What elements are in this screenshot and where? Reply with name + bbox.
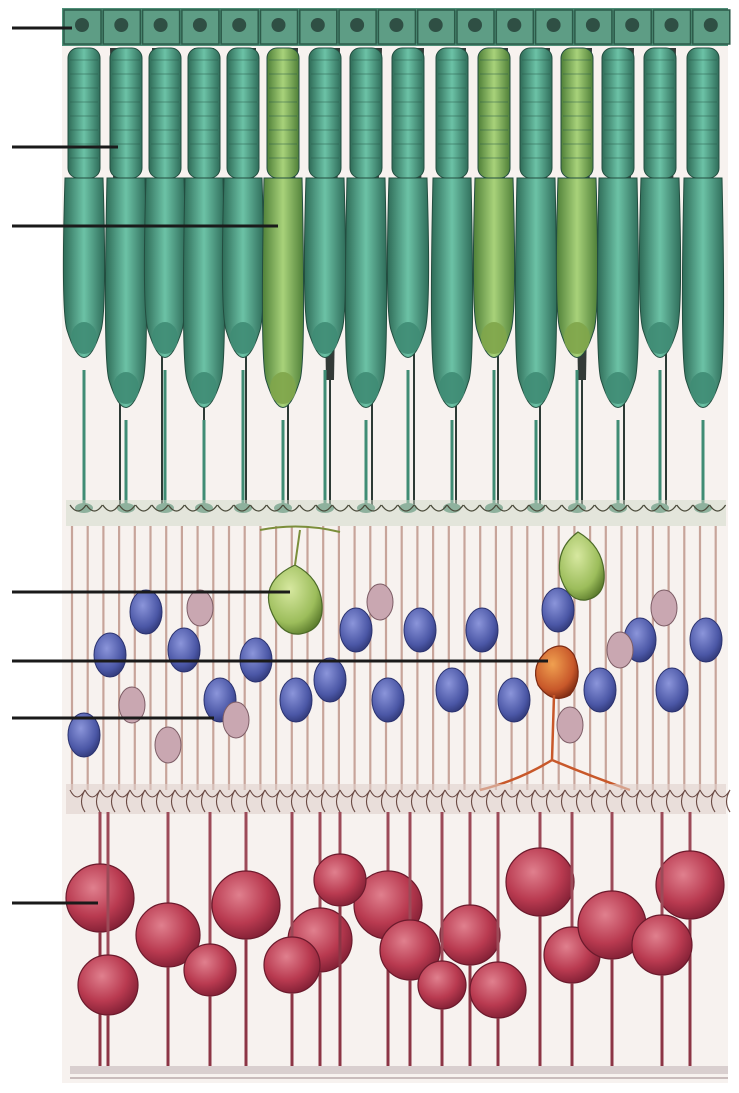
- ganglion-cell: [418, 961, 466, 1009]
- bipolar-cell-blue: [94, 633, 126, 677]
- pigment-epithelium-layer: [62, 8, 730, 46]
- epithelium-nucleus: [311, 18, 325, 32]
- epithelium-nucleus: [193, 18, 207, 32]
- cone-nucleus: [481, 322, 507, 354]
- ganglion-cell: [656, 851, 724, 919]
- cone-nucleus: [647, 322, 673, 354]
- bipolar-cell-blue: [130, 590, 162, 634]
- bipolar-cell-mauve: [187, 590, 213, 626]
- bipolar-cell-blue: [404, 608, 436, 652]
- epithelium-nucleus: [75, 18, 89, 32]
- epithelium-nucleus: [468, 18, 482, 32]
- ganglion-cell: [184, 944, 236, 996]
- epithelium-nucleus: [429, 18, 443, 32]
- epithelium-nucleus: [350, 18, 364, 32]
- ganglion-cell: [440, 905, 500, 965]
- ganglion-cell: [632, 915, 692, 975]
- bipolar-cell-blue: [498, 678, 530, 722]
- epithelium-nucleus: [272, 18, 286, 32]
- cone-nucleus: [191, 372, 217, 404]
- cone-nucleus: [605, 372, 631, 404]
- bipolar-cell-blue: [340, 608, 372, 652]
- epithelium-nucleus: [389, 18, 403, 32]
- cone-nucleus: [353, 372, 379, 404]
- cone-nucleus: [230, 322, 256, 354]
- bipolar-cell-blue: [542, 588, 574, 632]
- bipolar-cell-mauve: [557, 707, 583, 743]
- epithelium-nucleus: [232, 18, 246, 32]
- cone-nucleus: [690, 372, 716, 404]
- bipolar-cell-blue: [68, 713, 100, 757]
- bipolar-cell-mauve: [223, 702, 249, 738]
- cone-nucleus: [564, 322, 590, 354]
- cone-nucleus: [71, 322, 97, 354]
- ganglion-cell: [264, 937, 320, 993]
- bipolar-cell-blue: [584, 668, 616, 712]
- bipolar-cell-blue: [690, 618, 722, 662]
- epithelium-nucleus: [586, 18, 600, 32]
- ganglion-cell: [66, 864, 134, 932]
- cone-nucleus: [523, 372, 549, 404]
- epithelium-nucleus: [704, 18, 718, 32]
- epithelium-nucleus: [625, 18, 639, 32]
- bipolar-cell-blue: [656, 668, 688, 712]
- ganglion-cell: [506, 848, 574, 916]
- cone-nucleus: [312, 322, 338, 354]
- cone-nucleus: [395, 322, 421, 354]
- bipolar-cell-blue: [466, 608, 498, 652]
- opl-band: [66, 500, 726, 526]
- inner-plexiform-layer: [66, 784, 730, 814]
- cone-nucleus: [270, 372, 296, 404]
- cone-nucleus: [113, 372, 139, 404]
- ganglion-cell: [314, 854, 366, 906]
- ganglion-cell: [78, 955, 138, 1015]
- ganglion-cell: [470, 962, 526, 1018]
- bipolar-cell-mauve: [607, 632, 633, 668]
- bipolar-cell-blue: [314, 658, 346, 702]
- epithelium-nucleus: [547, 18, 561, 32]
- bipolar-cell-blue: [372, 678, 404, 722]
- cone-nucleus: [439, 372, 465, 404]
- bipolar-cell-mauve: [367, 584, 393, 620]
- bipolar-cell-mauve: [155, 727, 181, 763]
- ipl-band: [66, 784, 726, 814]
- epithelium-nucleus: [114, 18, 128, 32]
- bipolar-cell-blue: [280, 678, 312, 722]
- epithelium-nucleus: [665, 18, 679, 32]
- bipolar-cell-mauve: [651, 590, 677, 626]
- bipolar-cell-blue: [436, 668, 468, 712]
- epithelium-nucleus: [507, 18, 521, 32]
- ganglion-cell: [212, 871, 280, 939]
- cone-nucleus: [152, 322, 178, 354]
- outer-plexiform-layer: [66, 500, 726, 526]
- epithelium-nucleus: [154, 18, 168, 32]
- bipolar-cell-blue: [168, 628, 200, 672]
